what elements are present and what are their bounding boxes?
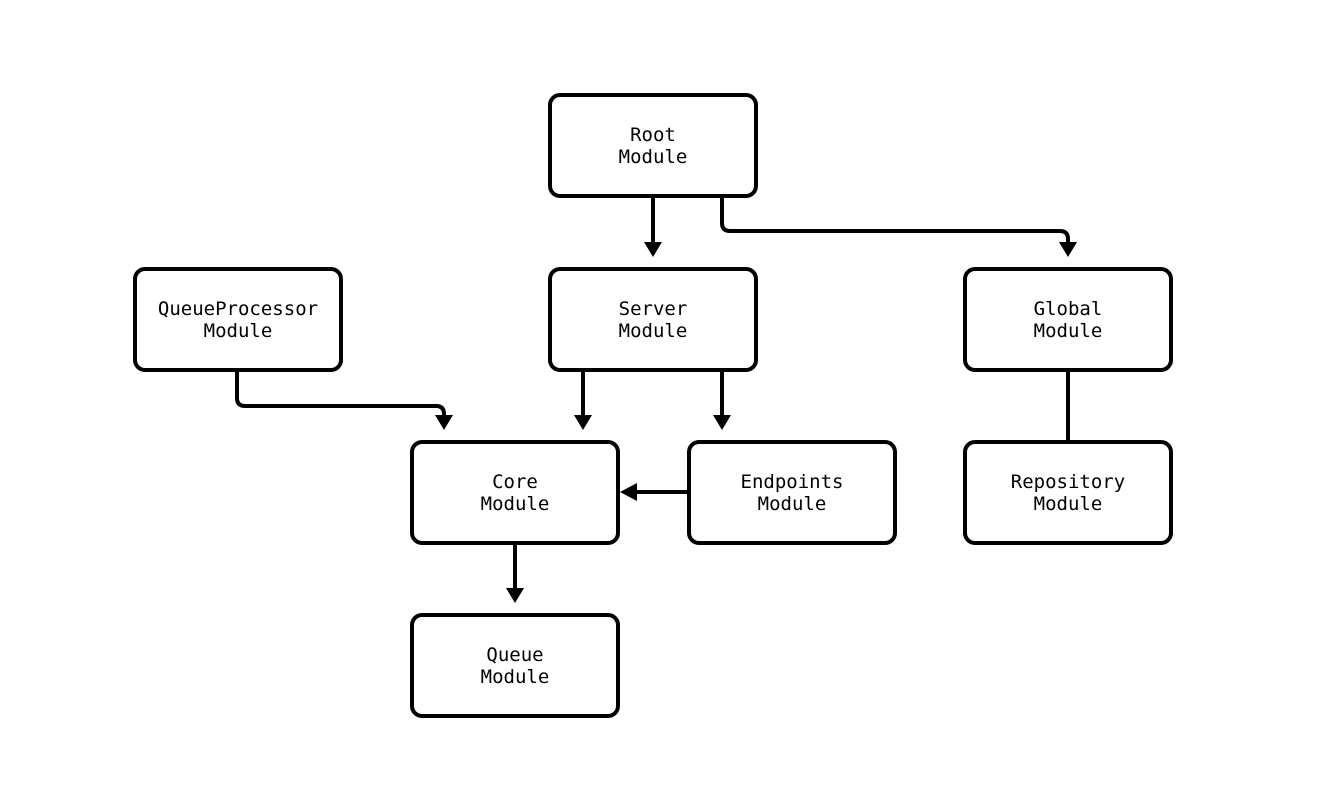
node-global[interactable]: Global Module [963,267,1173,372]
edge-core-queue [506,545,524,603]
node-server[interactable]: Server Module [548,267,758,372]
node-global-line2: Module [1033,319,1103,342]
node-core[interactable]: Core Module [410,440,620,545]
node-queue[interactable]: Queue Module [410,613,620,718]
node-endpoints-line1: Endpoints [740,470,844,493]
node-core-line1: Core [492,470,538,493]
node-root-line1: Root [630,123,676,146]
node-queueprocessor-line2: Module [203,319,273,342]
edge-server-core [574,372,592,430]
node-repository-line2: Module [1033,492,1103,515]
node-queue-line1: Queue [486,643,544,666]
node-root[interactable]: Root Module [548,93,758,198]
node-repository[interactable]: Repository Module [963,440,1173,545]
node-endpoints-line2: Module [757,492,827,515]
node-queueprocessor-line1: QueueProcessor [157,297,319,320]
node-queueprocessor[interactable]: QueueProcessor Module [133,267,343,372]
node-endpoints[interactable]: Endpoints Module [687,440,897,545]
node-core-line2: Module [480,492,550,515]
node-queue-line2: Module [480,665,550,688]
edge-root-global [720,198,1077,257]
node-server-line2: Module [618,319,688,342]
edge-root-server [644,198,662,257]
node-server-line1: Server [618,297,688,320]
node-global-line1: Global [1033,297,1103,320]
edge-server-endpoints [713,372,731,430]
edge-queueprocessor-core [235,372,453,430]
node-repository-line1: Repository [1010,470,1126,493]
node-root-line2: Module [618,145,688,168]
edge-endpoints-core [620,483,687,501]
